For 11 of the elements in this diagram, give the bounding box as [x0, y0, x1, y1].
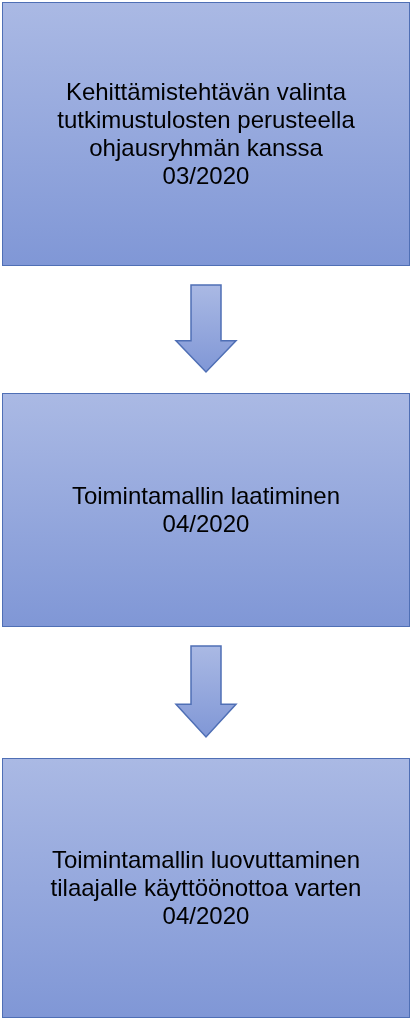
down-arrow — [174, 284, 238, 374]
process-box — [2, 393, 410, 627]
date-text: 04/2020 — [162, 510, 250, 538]
step-text: Toimintamallin luovuttaminen tilaajalle käyttöönottoa varten — [49, 846, 363, 902]
date-text: 04/2020 — [162, 902, 250, 930]
down-arrow — [174, 645, 238, 739]
process-box — [2, 2, 410, 266]
step-text: Toimintamallin laatiminen — [71, 482, 341, 510]
step-text: Kehittämistehtävän valinta tutkimustulosten perusteella ohjausryhmän kanssa — [56, 78, 356, 162]
date-text: 03/2020 — [162, 162, 250, 190]
process-box — [2, 758, 410, 1018]
